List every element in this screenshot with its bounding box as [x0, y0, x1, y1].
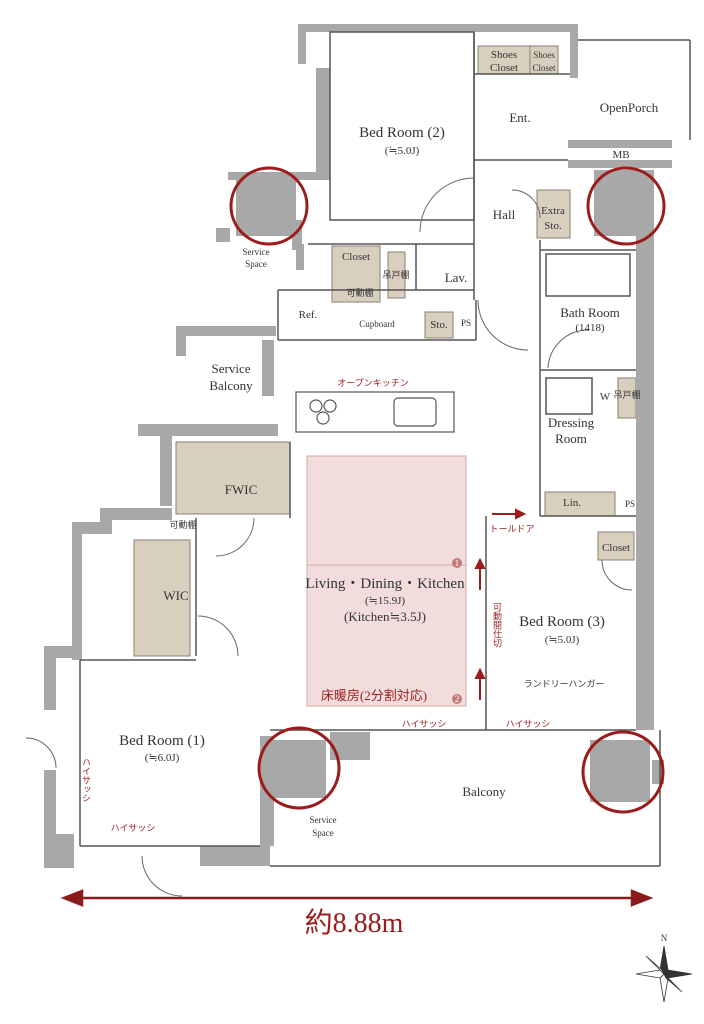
fwic-label: FWIC — [225, 482, 258, 497]
cupboard-label: Cupboard — [359, 319, 395, 329]
shoes-closet-b-l2: Closet — [532, 63, 556, 73]
high-sash-ldk: ハイサッシ — [402, 719, 447, 729]
wic-label: WIC — [163, 588, 188, 603]
kadou-tana-v-label: 可動棚 — [169, 519, 196, 530]
lin-label: Lin. — [563, 497, 581, 509]
floor-heating-label: 床暖房(2分割対応) — [321, 688, 427, 703]
service-balcony-l2: Balcony — [209, 378, 253, 393]
doors — [25, 177, 633, 897]
column-circle-2 — [586, 166, 666, 246]
interior-walls — [79, 31, 691, 867]
storage-fills — [133, 45, 637, 657]
tsuri-to-dana-label: 吊戸棚 — [382, 269, 409, 280]
dressing-l1: Dressing — [548, 415, 595, 430]
bath-room-size: (1418) — [575, 322, 605, 334]
labels: Bed Room (2) (≒5.0J) Shoes Closet Shoes … — [81, 49, 668, 943]
compass-rose-icon — [635, 945, 693, 1003]
mb-label: MB — [612, 149, 629, 161]
zone-marker-2 — [452, 694, 462, 704]
sto-label: Sto. — [430, 319, 448, 331]
extra-sto-l1: Extra — [541, 205, 565, 217]
service-space-top-l1: Service — [243, 247, 270, 257]
tall-door-label: トールドア — [489, 524, 534, 534]
column-circle-3 — [257, 726, 341, 810]
open-kitchen-label: オープンキッチン — [337, 378, 408, 388]
ent-label: Ent. — [509, 110, 530, 125]
service-space-top-l2: Space — [245, 259, 267, 269]
closet-top-label: Closet — [342, 251, 370, 263]
ldk-kitchen-size: (Kitchen≒3.5J) — [344, 609, 426, 624]
bed3-name: Bed Room (3) — [519, 614, 605, 630]
open-porch-label: OpenPorch — [600, 100, 659, 115]
hall-label: Hall — [493, 207, 516, 222]
movable-partition-label: 可動間仕切 — [492, 602, 502, 648]
compass-label: N — [661, 933, 668, 943]
w-label: W — [600, 391, 611, 403]
extra-sto-l2: Sto. — [544, 220, 562, 232]
kitchen-counter — [295, 391, 455, 433]
column-circle-1 — [229, 166, 309, 246]
ldk-name: Living・Dining・Kitchen — [305, 576, 465, 592]
ps2-label: PS — [625, 499, 635, 509]
ldk-size: (≒15.9J) — [365, 595, 405, 607]
zone-2-num: 2 — [455, 694, 460, 704]
service-space-bottom-l2: Space — [312, 828, 334, 838]
lav-label: Lav. — [445, 270, 468, 285]
balcony-label: Balcony — [462, 784, 506, 799]
column-highlight-circles — [229, 166, 666, 814]
high-sash-br1-v: ハイサッシ — [81, 758, 91, 803]
bed2-name: Bed Room (2) — [359, 125, 445, 141]
bed2-size: (≒5.0J) — [385, 145, 420, 157]
bed1-name: Bed Room (1) — [119, 733, 205, 749]
high-sash-br3: ハイサッシ — [506, 719, 551, 729]
shoes-closet-a-l2: Closet — [490, 62, 518, 74]
floor-heating-zone — [306, 455, 467, 707]
bed1-size: (≒6.0J) — [145, 752, 180, 764]
dimension-label: 約8.88m — [305, 907, 404, 939]
kadou-tana-label: 可動棚 — [346, 287, 373, 298]
bed3-size: (≒5.0J) — [545, 634, 580, 646]
structural-columns — [236, 170, 652, 802]
tsuri-to-dana-2-label: 吊戸棚 — [613, 389, 640, 400]
high-sash-br1: ハイサッシ — [111, 823, 156, 833]
zone-marker-1 — [452, 558, 462, 568]
service-balcony-l1: Service — [212, 361, 251, 376]
ref-label: Ref. — [299, 309, 318, 321]
partition-arrows — [474, 508, 527, 700]
ps-label: PS — [461, 318, 471, 328]
dressing-l2: Room — [555, 431, 587, 446]
laundry-hanger-label: ランドリーハンガー — [524, 679, 605, 689]
dimension-line — [60, 889, 654, 907]
service-space-bottom-l1: Service — [310, 815, 337, 825]
bath-room-name: Bath Room — [560, 305, 620, 320]
shoes-closet-a-l1: Shoes — [491, 49, 517, 61]
closet-br3-label: Closet — [602, 542, 630, 554]
zone-1-num: 1 — [455, 558, 460, 568]
column-circle-4 — [581, 730, 665, 814]
shoes-closet-b-l1: Shoes — [533, 50, 555, 60]
